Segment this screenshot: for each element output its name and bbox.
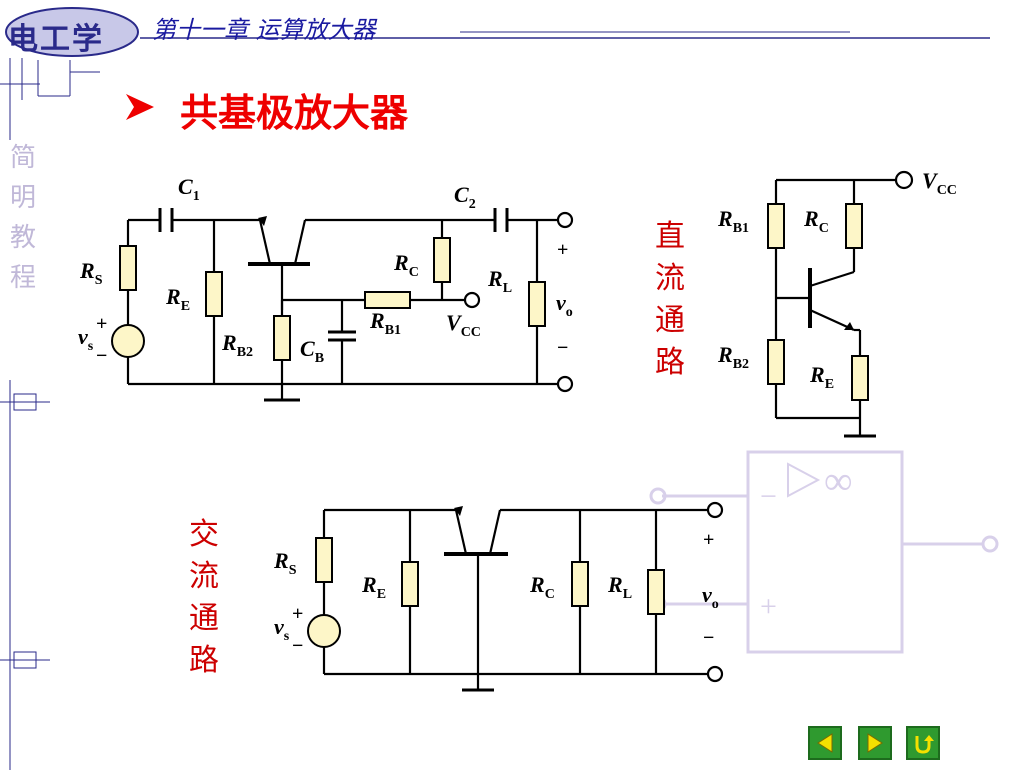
svg-text:RC: RC [529,572,555,602]
side-char: 教 [9,223,36,253]
label-vs: v [78,324,88,349]
svg-text:RC: RC [393,250,419,280]
infinity-symbol: ∞ [824,458,853,503]
label-VCC: V [446,310,463,335]
sign-minus-in: − [96,345,107,367]
logo [2,6,142,58]
side-char: 明 [9,183,36,213]
label-RB2: R [221,330,237,355]
ac-sign-plus-out: + [703,529,714,551]
label-RB1: R [369,308,385,333]
ac-sign-plus-in: + [292,603,303,625]
wm-minus: − [760,480,777,513]
ac-label-vo: v [702,582,712,607]
svg-text:RE: RE [809,362,834,392]
svg-text:RE: RE [361,572,386,602]
label-RC: R [393,250,409,275]
dc-label-RE: R [809,362,825,387]
svg-text:RS: RS [79,258,103,288]
svg-text:C2: C2 [454,182,476,212]
label-C1: C [178,174,193,199]
label-C2: C [454,182,469,207]
dc-label-RC: R [803,206,819,231]
chapter-title: 第十一章 运算放大器 [152,16,376,44]
header-lines [0,31,990,140]
svg-text:CB: CB [300,336,324,366]
dc-path-label: 直 流 通 路 [655,219,685,380]
svg-text:VCC: VCC [446,310,481,340]
ac-sign-minus-out: − [703,627,714,649]
svg-text:RB2: RB2 [717,342,749,372]
svg-text:vs: vs [78,324,94,354]
return-arrow-icon [915,735,934,754]
slide-title: 共基极放大器 [180,91,409,135]
next-slide-button[interactable] [858,726,892,760]
svg-text:RB1: RB1 [369,308,401,338]
label-RL: R [487,266,503,291]
side-char: 简 [9,143,36,173]
svg-text:RE: RE [165,284,190,314]
dc-label-VCC: V [922,168,939,193]
ac-label-RE: R [361,572,377,597]
svg-text:C1: C1 [178,174,200,204]
side-decoration [0,380,50,770]
svg-text:RL: RL [487,266,512,296]
svg-text:RC: RC [803,206,829,236]
ac-label-vs: v [274,614,284,639]
dc-label-RB1: R [717,206,733,231]
triangle-right-icon [867,733,883,753]
label-vo: v [556,290,566,315]
sign-plus-out: + [557,239,568,261]
wm-plus: + [760,590,777,623]
sign-minus-out: − [557,337,568,359]
return-button[interactable] [906,726,940,760]
label-CB: C [300,336,315,361]
svg-text:RL: RL [607,572,632,602]
svg-text:RS: RS [273,548,297,578]
ac-path-label: 交 流 通 路 [189,517,219,678]
svg-text:VCC: VCC [922,168,957,198]
circuit-dc: VCC RB1 RC RB2 RE [717,168,957,438]
arrow-bullet-icon [126,94,154,120]
svg-text:vo: vo [702,582,719,612]
side-label: 简 明 教 程 [8,138,38,298]
ac-label-RC: R [529,572,545,597]
triangle-left-icon [817,733,833,753]
sign-plus-in: + [96,313,107,335]
label-RS: R [79,258,95,283]
ac-sign-minus-in: − [292,635,303,657]
ac-label-RS: R [273,548,289,573]
dc-label-RB2: R [717,342,733,367]
logo-text: 电工学 [8,22,104,57]
circuit-ac: RS RE RC RL vs + − vo + − [273,501,724,692]
prev-slide-button[interactable] [808,726,842,760]
svg-text:vo: vo [556,290,573,320]
svg-text:vs: vs [274,614,290,644]
svg-text:RB1: RB1 [717,206,749,236]
circuit-main: C1 C2 RS RE RB2 CB RC RB1 VCC RL vs + − … [78,174,574,402]
label-RE: R [165,284,181,309]
ac-label-RL: R [607,572,623,597]
svg-text:RB2: RB2 [221,330,253,360]
side-char: 程 [9,263,36,293]
